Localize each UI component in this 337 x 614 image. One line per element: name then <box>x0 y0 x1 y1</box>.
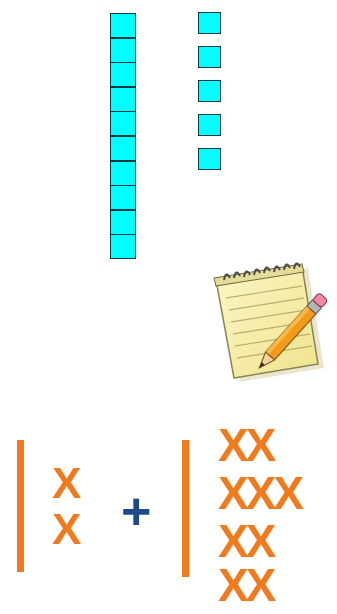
left-group-bracket <box>17 440 24 572</box>
rod-cube <box>110 62 136 87</box>
left-mark-1: X <box>52 462 78 506</box>
right-row-1: XX <box>218 422 273 468</box>
rod-cube <box>110 185 136 210</box>
unit-cube <box>198 12 221 34</box>
unit-cube <box>198 46 221 68</box>
right-row-3: XX <box>218 518 273 564</box>
right-group-bracket <box>182 440 189 577</box>
left-mark-2: X <box>52 508 78 552</box>
rod-cube <box>110 210 136 235</box>
rod-cube <box>110 87 136 112</box>
rod-cube <box>110 136 136 161</box>
unit-cube <box>198 148 221 170</box>
ten-rod <box>110 13 136 259</box>
plus-sign: + <box>121 486 151 538</box>
rod-cube <box>110 111 136 136</box>
unit-cube <box>198 80 221 102</box>
unit-cubes <box>198 12 222 202</box>
rod-cube <box>110 234 136 259</box>
rod-cube <box>110 13 136 38</box>
right-row-4: XX <box>218 562 273 608</box>
notepad-with-pencil-icon <box>210 258 330 386</box>
unit-cube <box>198 114 221 136</box>
right-row-2: XXX <box>218 470 301 516</box>
rod-cube <box>110 161 136 186</box>
rod-cube <box>110 38 136 63</box>
